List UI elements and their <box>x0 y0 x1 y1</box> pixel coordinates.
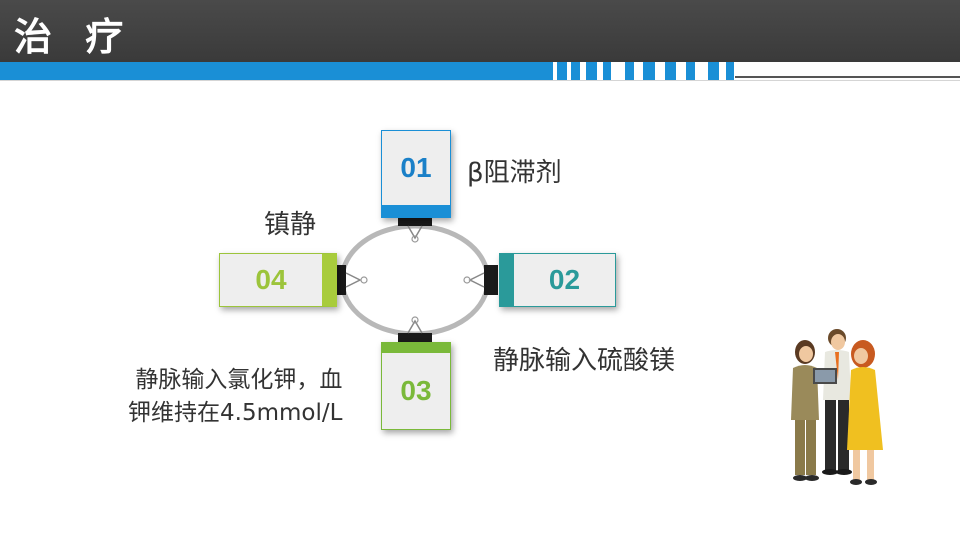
card-number: 02 <box>548 264 581 295</box>
divider-line <box>735 76 960 78</box>
stripe-main <box>0 62 553 80</box>
card-03: 03 <box>381 342 451 430</box>
card-number: 04 <box>255 264 287 295</box>
binder-clip-icon <box>463 265 498 295</box>
item-label-04: 镇静 <box>264 210 317 240</box>
stripe-segment <box>603 62 611 80</box>
card-04: 04 <box>219 253 337 307</box>
stripe-segment <box>726 62 734 80</box>
ring-connector <box>332 213 498 347</box>
stripe-segment <box>665 62 676 80</box>
divider-line <box>0 80 960 81</box>
stripe-segment <box>557 62 567 80</box>
page-title: 治 疗 <box>14 15 134 59</box>
header-bar: 治 疗 <box>0 0 960 62</box>
stripe-segment <box>708 62 719 80</box>
stripe-segment <box>571 62 580 80</box>
item-label-02: 静脉输入硫酸镁 <box>493 346 676 376</box>
people-illustration <box>791 329 883 485</box>
item-label-01: β阻滞剂 <box>467 158 562 188</box>
item-label-03-line2: 钾维持在4.5mmol/L <box>128 400 343 426</box>
stripe-segment <box>686 62 695 80</box>
card-number: 03 <box>400 375 432 406</box>
stripe-segment <box>586 62 597 80</box>
binder-clip-icon <box>332 265 368 295</box>
item-label-03-line1: 静脉输入氯化钾，血 <box>135 367 343 393</box>
card-01: 01 <box>381 130 451 218</box>
stripe-segment <box>643 62 655 80</box>
stripe-segment <box>625 62 634 80</box>
card-02: 02 <box>499 253 616 307</box>
item-label-03: 静脉输入氯化钾，血 钾维持在4.5mmol/L <box>128 364 342 430</box>
card-number: 01 <box>400 152 432 183</box>
